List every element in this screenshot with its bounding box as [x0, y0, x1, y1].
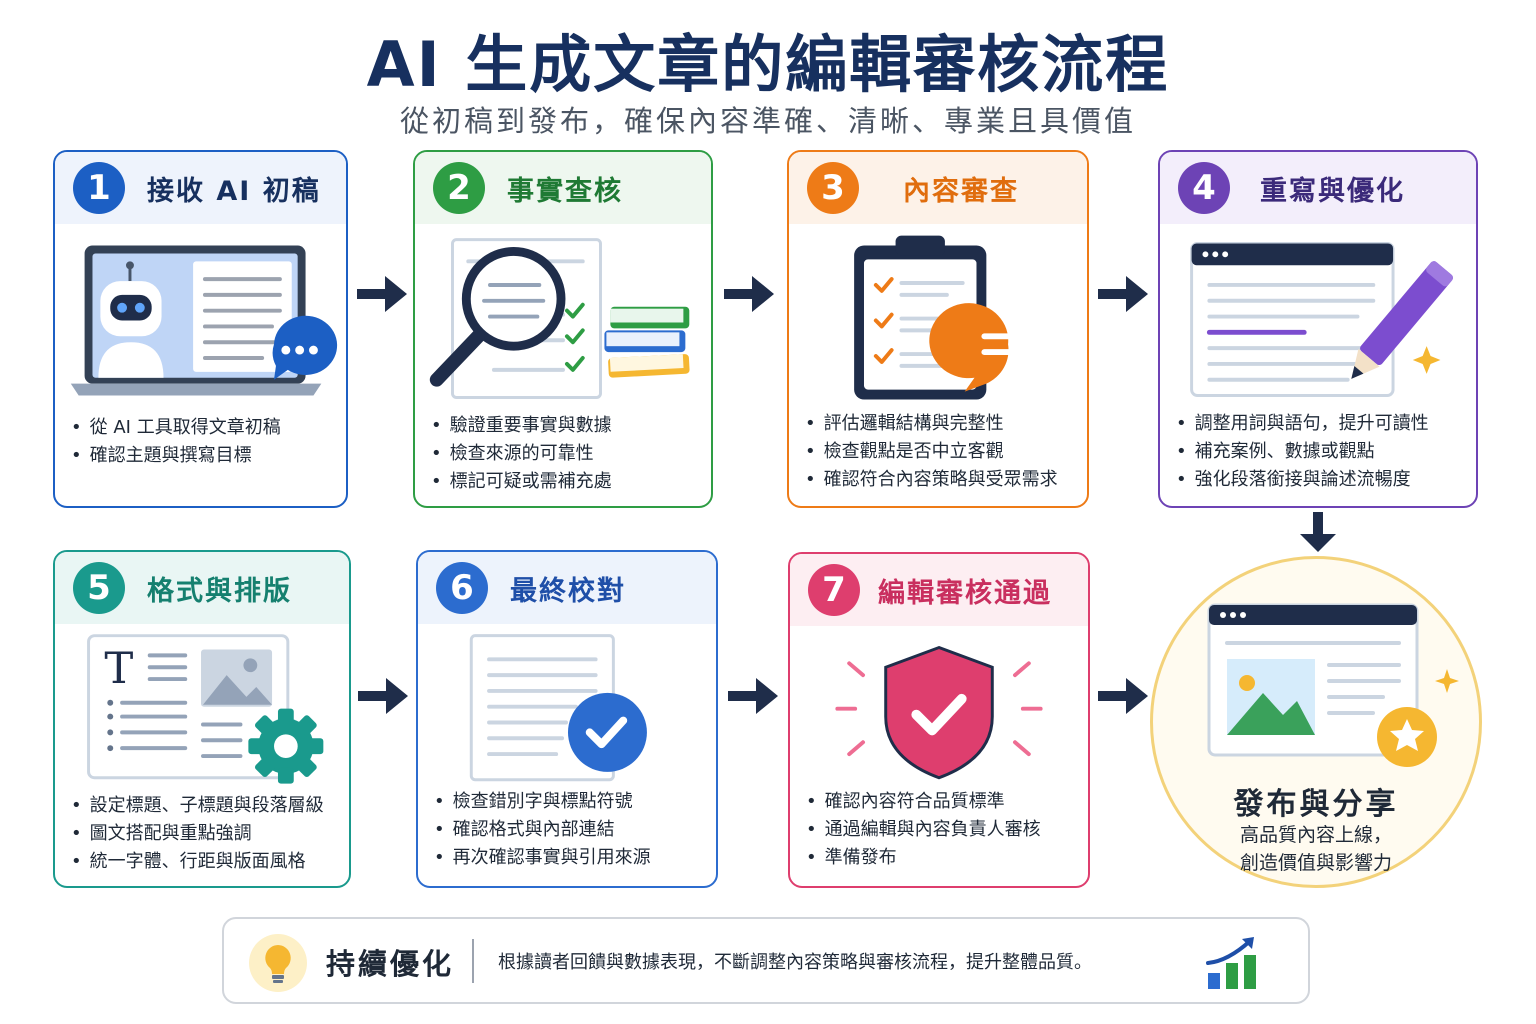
svg-text:T: T: [104, 644, 133, 694]
publish-desc-line: 創造價值與影響力: [1239, 852, 1392, 874]
step-bullet-list: 從 AI 工具取得文章初稿 確認主題與撰寫目標: [71, 414, 338, 470]
browser-pencil-icon: [1190, 241, 1453, 398]
lightbulb-icon: [249, 934, 307, 992]
arrow-right-icon: [728, 678, 778, 714]
step-bullet-list: 設定標題、子標題與段落層級 圖文搭配與重點強調 統一字體、行距與版面風格: [71, 792, 341, 876]
step-number-badge: 5: [73, 562, 125, 614]
list-item: 確認主題與撰寫目標: [71, 442, 338, 470]
list-item: 驗證重要事實與數據: [431, 412, 703, 440]
shield-check-icon: [835, 645, 1043, 780]
magnifier-books-icon: [429, 238, 690, 399]
browser-image-star-icon: [1207, 603, 1459, 767]
step-title: 編輯審核通過: [878, 577, 1052, 609]
step-number-badge: 6: [436, 562, 488, 614]
page-subtitle: 從初稿到發布，確保內容準確、清晰、專業且具價值: [399, 104, 1136, 138]
step-bullet-list: 檢查錯別字與標點符號 確認格式與內部連結 再次確認事實與引用來源: [434, 788, 708, 872]
arrow-right-icon: [357, 276, 407, 312]
laptop-robot-icon: [70, 245, 338, 396]
footer-text: 根據讀者回饋與數據表現，不斷調整內容策略與審核流程，提升整體品質。: [498, 952, 1092, 973]
page-title: AI 生成文章的編輯審核流程: [366, 28, 1170, 101]
step-number-badge: 7: [808, 564, 860, 616]
step-title: 格式與排版: [147, 575, 292, 607]
list-item: 圖文搭配與重點強調: [71, 820, 341, 848]
list-item: 準備發布: [806, 844, 1080, 872]
publish-desc-line: 高品質內容上線，: [1239, 824, 1392, 846]
list-item: 強化段落銜接與論述流暢度: [1176, 466, 1468, 494]
step-bullet-list: 驗證重要事實與數據 檢查來源的可靠性 標記可疑或需補充處: [431, 412, 703, 496]
growth-chart-icon: [1206, 937, 1256, 989]
step-header-4: 4 重寫與優化: [1160, 152, 1476, 224]
document-check-icon: [469, 634, 647, 782]
continuous-improvement-banner: 持續優化 根據讀者回饋與數據表現，不斷調整內容策略與審核流程，提升整體品質。: [222, 917, 1310, 1004]
step-header-7: 7 編輯審核通過: [790, 554, 1088, 626]
list-item: 評估邏輯結構與完整性: [805, 410, 1079, 438]
step-card-7: 7 編輯審核通過 確認內容符合品質標準 通過編輯與內容負責人審核 準備發布: [788, 552, 1090, 888]
step-card-6: 6 最終校對 檢查錯別字與標點符號 確認格式與內部連結 再次確認事實與引用來源: [416, 550, 718, 888]
arrow-right-icon: [1098, 678, 1148, 714]
step-title: 內容審查: [903, 175, 1019, 207]
step-header-6: 6 最終校對: [418, 552, 716, 624]
arrow-right-icon: [724, 276, 774, 312]
step-title: 接收 AI 初稿: [147, 175, 321, 207]
step-title: 事實查核: [507, 175, 623, 207]
list-item: 統一字體、行距與版面風格: [71, 848, 341, 876]
list-item: 再次確認事實與引用來源: [434, 844, 708, 872]
step-card-2: 2 事實查核 驗證重要事實與數據 檢查來源的可靠性 標記可疑或需補充處: [413, 150, 713, 508]
arrow-down-icon: [1300, 512, 1336, 552]
step-card-1: 1 接收 AI 初稿 從 AI 工具取得文章初稿 確認主題與撰寫目標: [53, 150, 348, 508]
step-title: 最終校對: [510, 575, 626, 607]
step-header-3: 3 內容審查: [789, 152, 1087, 224]
list-item: 確認格式與內部連結: [434, 816, 708, 844]
step-header-1: 1 接收 AI 初稿: [55, 152, 346, 224]
layout-gear-icon: T: [87, 634, 324, 784]
list-item: 從 AI 工具取得文章初稿: [71, 414, 338, 442]
step-number-badge: 1: [73, 162, 125, 214]
clipboard-checklist-icon: [854, 235, 1027, 400]
step-bullet-list: 調整用詞與語句，提升可讀性 補充案例、數據或觀點 強化段落銜接與論述流暢度: [1176, 410, 1468, 494]
list-item: 檢查觀點是否中立客觀: [805, 438, 1079, 466]
step-card-4: 4 重寫與優化 調整用詞與語句，提升可讀性 補充案例、數據或觀點 強化段落銜接與…: [1158, 150, 1478, 508]
publish-circle: 發布與分享 高品質內容上線， 創造價值與影響力: [1150, 556, 1482, 888]
list-item: 檢查錯別字與標點符號: [434, 788, 708, 816]
list-item: 確認內容符合品質標準: [806, 788, 1080, 816]
step-number-badge: 4: [1178, 162, 1230, 214]
footer-title: 持續優化: [326, 947, 455, 981]
step-header-2: 2 事實查核: [415, 152, 711, 224]
footer-divider: [472, 939, 474, 983]
step-bullet-list: 確認內容符合品質標準 通過編輯與內容負責人審核 準備發布: [806, 788, 1080, 872]
list-item: 補充案例、數據或觀點: [1176, 438, 1468, 466]
list-item: 確認符合內容策略與受眾需求: [805, 466, 1079, 494]
step-number-badge: 3: [807, 162, 859, 214]
step-title: 重寫與優化: [1260, 175, 1405, 207]
list-item: 標記可疑或需補充處: [431, 468, 703, 496]
publish-description: 高品質內容上線， 創造價值與影響力: [1153, 821, 1479, 877]
step-header-5: 5 格式與排版: [55, 552, 349, 624]
list-item: 檢查來源的可靠性: [431, 440, 703, 468]
list-item: 通過編輯與內容負責人審核: [806, 816, 1080, 844]
publish-title: 發布與分享: [1233, 787, 1399, 822]
step-bullet-list: 評估邏輯結構與完整性 檢查觀點是否中立客觀 確認符合內容策略與受眾需求: [805, 410, 1079, 494]
step-number-badge: 2: [433, 162, 485, 214]
step-card-5: 5 格式與排版 T: [53, 550, 351, 888]
arrow-right-icon: [1098, 276, 1148, 312]
step-card-3: 3 內容審查 評估邏輯結構與完整性 檢查觀點是否中立客觀 確認符合內容策略與受眾…: [787, 150, 1089, 508]
arrow-right-icon: [358, 678, 408, 714]
list-item: 設定標題、子標題與段落層級: [71, 792, 341, 820]
list-item: 調整用詞與語句，提升可讀性: [1176, 410, 1468, 438]
